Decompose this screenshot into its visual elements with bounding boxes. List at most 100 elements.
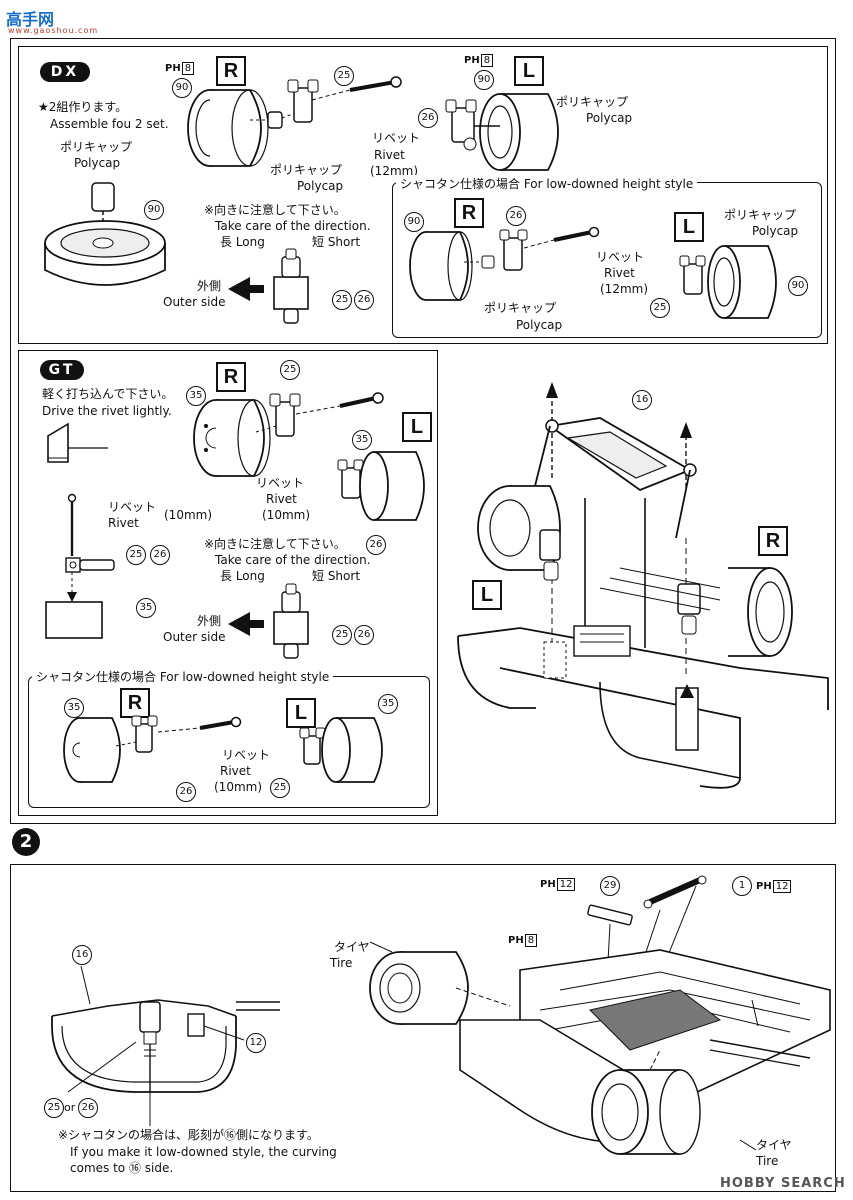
gt-direction-jp: ※向きに注意して下さい。 [204, 537, 346, 551]
gt-left-part-25: 25 [126, 545, 146, 565]
dx-right-label: R [216, 56, 246, 86]
dx-low-polycap-l-jp: ポリキャップ [724, 208, 797, 222]
watermark-hobbysearch: HOBBY SEARCH [720, 1176, 846, 1191]
dx-polycap-l-en: Polycap [586, 111, 633, 125]
gt-low-rivet-en: Rivet [220, 764, 251, 778]
gt-rivet-drive-illustration [45, 422, 115, 639]
dx-wheel-r-illustration [187, 76, 402, 167]
dx-lowdown-label: シャコタン仕様の場合 For low-downed height style [396, 175, 698, 192]
gt-rivet-jp: リベット [256, 476, 305, 490]
dx-rivet-en: Rivet [374, 148, 405, 162]
dx-polycap-r-en: Polycap [297, 179, 344, 193]
watermark-logo: 高手网 [6, 10, 55, 29]
dx-part-90-l: 90 [474, 70, 494, 90]
dx-rivet-jp: リベット [372, 131, 421, 145]
gt-part-35-l: 35 [352, 430, 372, 450]
dx-part-25-r: 25 [334, 66, 354, 86]
dx-low-part-90-r: 90 [404, 212, 424, 232]
gt-left-label: L [402, 412, 432, 442]
gt-outer-en: Outer side [163, 630, 226, 644]
dx-low-wheel-r [409, 226, 600, 301]
gt-direction-en: Take care of the direction. [215, 553, 371, 567]
dx-direction-jp: ※向きに注意して下さい。 [204, 203, 346, 217]
gt-low-part-35-r: 35 [64, 698, 84, 718]
step2-part-25: 25 [44, 1098, 64, 1118]
step2-tire-jp-bottom: タイヤ [756, 1138, 792, 1152]
step2-cross-section [51, 965, 280, 1126]
step2-note-en2: comes to ⑯ side. [70, 1161, 174, 1175]
step2-note-jp: ※シャコタンの場合は、彫刻が⑯側になります。 [58, 1128, 319, 1142]
gt-part-25-dir: 25 [332, 625, 352, 645]
gt-wheel-r-illustration [193, 392, 384, 477]
gt-long-label: 長 Long [220, 569, 265, 583]
dx-part-90-r: 90 [172, 78, 192, 98]
dx-outer-en: Outer side [163, 295, 226, 309]
gt-short-label: 短 Short [312, 569, 361, 583]
dx-left-label: L [514, 56, 544, 86]
gt-lowdown-label: シャコタン仕様の場合 For low-downed height style [32, 668, 334, 685]
dx-direction-diagram [228, 248, 309, 324]
dx-low-left-label: L [674, 212, 704, 242]
dx-low-rivet-jp: リベット [596, 250, 645, 264]
dx-low-part-25-l: 25 [650, 298, 670, 318]
dx-outer-jp: 外側 [197, 279, 222, 293]
dx-low-polycap-en: Polycap [516, 318, 563, 332]
step2-chassis-assembly [369, 875, 831, 1155]
step2-number: 2 [12, 828, 40, 856]
dx-part-25-dir: 25 [332, 290, 352, 310]
dx-note-jp: ★2組作ります。 [38, 100, 128, 114]
dx-part-26-dir: 26 [354, 290, 374, 310]
gt-low-left-label: L [286, 698, 316, 728]
gt-low-part-25-l: 25 [270, 778, 290, 798]
gt-rivet-en: Rivet [266, 492, 297, 506]
step2-part-26: 26 [78, 1098, 98, 1118]
gt-low-rivet-jp: リベット [222, 748, 271, 762]
dx-low-part-90-l: 90 [788, 276, 808, 296]
dx-low-wheel-l [679, 245, 777, 319]
gt-outer-jp: 外側 [197, 614, 222, 628]
gt-drive-en: Drive the rivet lightly. [42, 404, 172, 418]
gt-wheel-l-illustration [337, 451, 425, 521]
gt-low-part-35-l: 35 [378, 694, 398, 714]
step2-tire-en-top: Tire [330, 956, 353, 970]
dx-polycap-r-jp: ポリキャップ [270, 163, 343, 177]
dx-long-label: 長 Long [220, 235, 265, 249]
dx-low-rivet-len: (12mm) [600, 282, 649, 296]
chassis-right-label: R [758, 526, 788, 556]
step2-part-1: 1 [732, 876, 752, 896]
watermark-url: www.gaoshou.com [8, 26, 99, 35]
step2-tire-en-bottom: Tire [756, 1154, 779, 1168]
gt-part-25-r: 25 [280, 360, 300, 380]
gt-left-part-26: 26 [150, 545, 170, 565]
chassis-part-16: 16 [632, 390, 652, 410]
dx-polycap-en: Polycap [74, 156, 121, 170]
chassis-left-label: L [472, 580, 502, 610]
dx-polycap-wheel-illustration [44, 182, 166, 286]
gt-low-wheel-l [299, 717, 383, 783]
gt-rivet-len: (10mm) [262, 508, 311, 522]
gt-left-part-35: 35 [136, 598, 156, 618]
dx-wheel-l-illustration [445, 93, 559, 171]
gt-low-rivet-len: (10mm) [214, 780, 263, 794]
dx-rivet-len: (12mm) [370, 164, 419, 178]
step2-or: or [64, 1101, 76, 1114]
step2-note-en1: If you make it low-downed style, the cur… [70, 1145, 337, 1159]
gt-part-26-dir: 26 [354, 625, 374, 645]
dx-part-26-l: 26 [418, 108, 438, 128]
dx-low-polycap-jp: ポリキャップ [484, 301, 557, 315]
dx-note-en: Assemble fou 2 set. [50, 117, 169, 131]
dx-low-rivet-en: Rivet [604, 266, 635, 280]
dx-low-part-26-r: 26 [506, 206, 526, 226]
dx-polycap-jp: ポリキャップ [60, 140, 133, 154]
gt-badge: GT [40, 360, 84, 380]
step2-part-29: 29 [600, 876, 620, 896]
chassis-assembly-illustration [457, 382, 829, 789]
dx-low-right-label: R [454, 198, 484, 228]
gt-part-26-l: 26 [366, 535, 386, 555]
dx-low-polycap-l-en: Polycap [752, 224, 799, 238]
gt-low-part-26-r: 26 [176, 782, 196, 802]
